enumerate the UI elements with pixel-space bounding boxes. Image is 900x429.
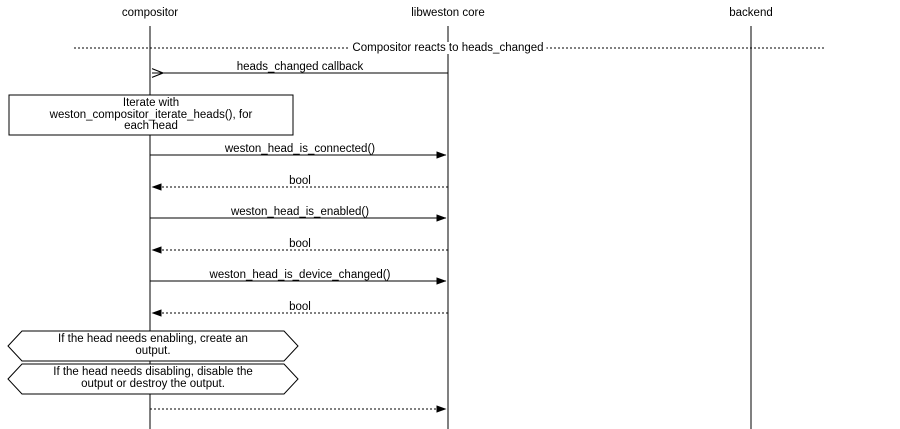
condition-hexagon-enable [7, 330, 299, 362]
participant-label-libweston-core: libweston core [411, 7, 485, 19]
message-label-weston-head-is-device-changed: weston_head_is_device_changed() [209, 269, 391, 281]
condition-text-enable: If the head needs enabling, create an ou… [14, 333, 292, 357]
condition-disable-line-2: output or destroy the output. [81, 377, 225, 390]
message-label-heads-changed-callback: heads_changed callback [236, 61, 364, 73]
condition-enable-line-1: If the head needs enabling, create an [58, 333, 248, 345]
lifelines [149, 26, 752, 429]
condition-hexagon-disable [7, 363, 299, 395]
message-arrows [150, 73, 448, 413]
message-label-weston-head-is-connected: weston_head_is_connected() [224, 143, 376, 155]
message-label-bool-3: bool [289, 301, 311, 313]
separator-label: Compositor reacts to heads_changed [349, 42, 547, 54]
message-label-bool-2: bool [289, 238, 311, 250]
note-text-iterate-heads: Iterate with weston_compositor_iterate_h… [9, 97, 293, 133]
note-line-2: weston_compositor_iterate_heads(), for [49, 108, 253, 121]
condition-text-disable: If the head needs disabling, disable the… [14, 366, 292, 390]
condition-disable-line-1: If the head needs disabling, disable the [53, 366, 253, 378]
message-label-bool-1: bool [289, 175, 311, 187]
condition-enable-line-2: output. [135, 344, 171, 357]
participant-label-backend: backend [729, 7, 773, 19]
message-label-weston-head-is-enabled: weston_head_is_enabled() [230, 206, 370, 218]
note-line-3: each head [124, 120, 178, 132]
note-line-1: Iterate with [122, 97, 180, 109]
note-box-iterate-heads [8, 94, 294, 136]
participant-label-compositor: compositor [121, 7, 179, 19]
